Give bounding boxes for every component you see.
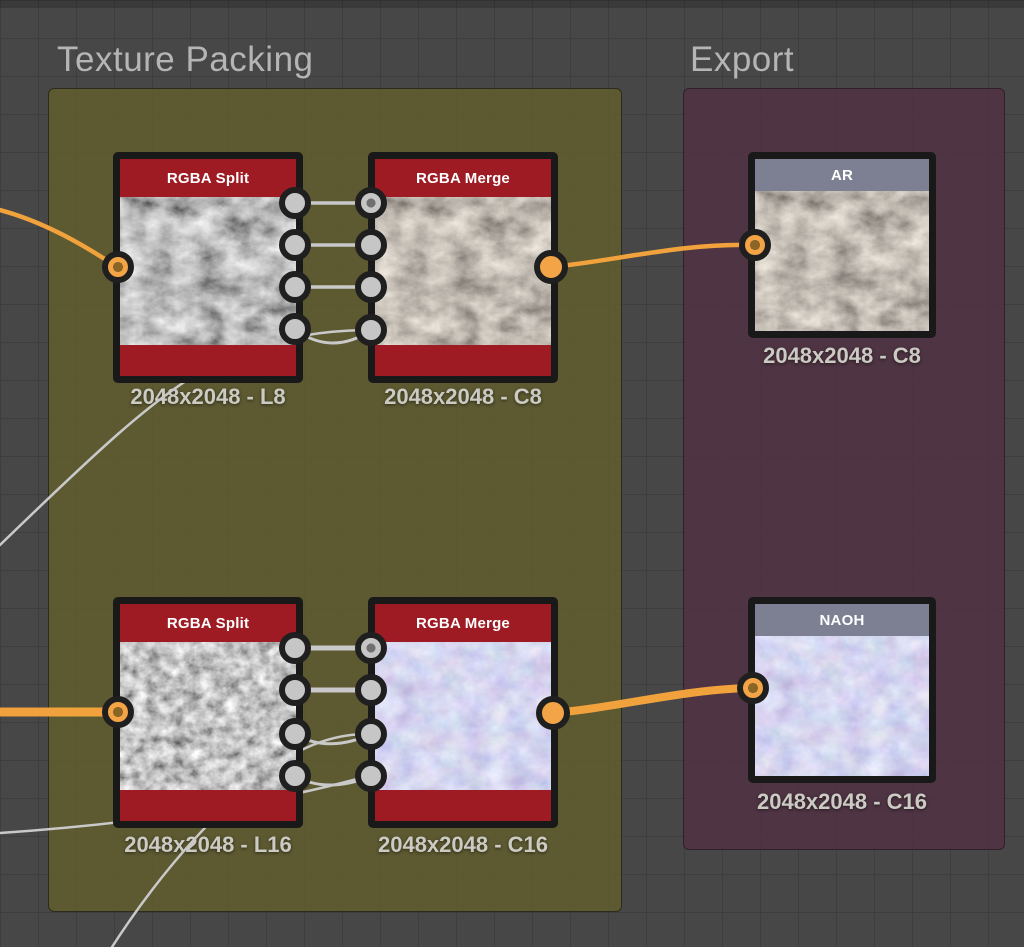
node-label-merge2: 2048x2048 - C16 <box>377 832 549 857</box>
input-port-merge1-b[interactable] <box>355 271 387 303</box>
thumbnail-color-stone <box>755 191 929 331</box>
node-rgba-split-2[interactable]: RGBA Split <box>113 597 303 828</box>
output-port-split1-r[interactable] <box>279 187 311 219</box>
input-port-merge2-a[interactable] <box>355 760 387 792</box>
node-rgba-merge-1[interactable]: RGBA Merge <box>368 152 558 383</box>
canvas-top-shade <box>0 0 1024 8</box>
node-export-naoh[interactable]: NAOH <box>748 597 936 783</box>
node-header: RGBA Split <box>120 159 296 197</box>
input-port-merge1-a[interactable] <box>355 314 387 346</box>
thumbnail-normal-map <box>755 636 929 776</box>
output-port-split2-a[interactable] <box>279 760 311 792</box>
output-port-split1-a[interactable] <box>279 313 311 345</box>
node-header: RGBA Merge <box>375 604 551 642</box>
output-port-merge1[interactable] <box>534 250 568 284</box>
input-port-naoh[interactable] <box>737 672 769 704</box>
output-port-split2-b[interactable] <box>279 718 311 750</box>
node-label-split1: 2048x2048 - L8 <box>130 384 286 409</box>
node-header: RGBA Merge <box>375 159 551 197</box>
node-rgba-merge-2[interactable]: RGBA Merge <box>368 597 558 828</box>
thumbnail-grayscale-gravel <box>120 642 296 790</box>
node-header: AR <box>755 159 929 191</box>
node-header: NAOH <box>755 604 929 636</box>
node-label-naoh: 2048x2048 - C16 <box>756 789 928 814</box>
input-port-split2[interactable] <box>102 696 134 728</box>
node-label-ar: 2048x2048 - C8 <box>763 343 921 368</box>
thumbnail-grayscale-stone <box>120 197 296 345</box>
output-port-split1-g[interactable] <box>279 229 311 261</box>
input-port-merge1-r[interactable] <box>355 187 387 219</box>
output-port-merge2[interactable] <box>536 696 570 730</box>
node-footer <box>375 345 551 376</box>
input-port-split1[interactable] <box>102 251 134 283</box>
node-footer <box>120 790 296 821</box>
output-port-split1-b[interactable] <box>279 271 311 303</box>
wire-merge2-naoh[interactable] <box>549 684 755 717</box>
group-title-export: Export <box>690 40 795 79</box>
thumbnail-color-stone <box>375 197 551 345</box>
output-port-split2-r[interactable] <box>279 632 311 664</box>
node-export-ar[interactable]: AR <box>748 152 936 338</box>
wire-input-split1[interactable] <box>0 207 117 268</box>
node-footer <box>120 345 296 376</box>
input-port-merge1-g[interactable] <box>355 229 387 261</box>
node-label-split2: 2048x2048 - L16 <box>124 832 292 857</box>
output-port-split2-g[interactable] <box>279 674 311 706</box>
node-rgba-split-1[interactable]: RGBA Split <box>113 152 303 383</box>
node-footer <box>375 790 551 821</box>
thumbnail-normal-map <box>375 642 551 790</box>
group-title-texture-packing: Texture Packing <box>57 40 314 79</box>
input-port-merge2-r[interactable] <box>355 632 387 664</box>
input-port-merge2-b[interactable] <box>355 718 387 750</box>
input-port-ar[interactable] <box>739 229 771 261</box>
input-port-merge2-g[interactable] <box>355 674 387 706</box>
node-header: RGBA Split <box>120 604 296 642</box>
wire-merge1-ar[interactable] <box>548 242 756 270</box>
node-label-merge1: 2048x2048 - C8 <box>384 384 542 409</box>
